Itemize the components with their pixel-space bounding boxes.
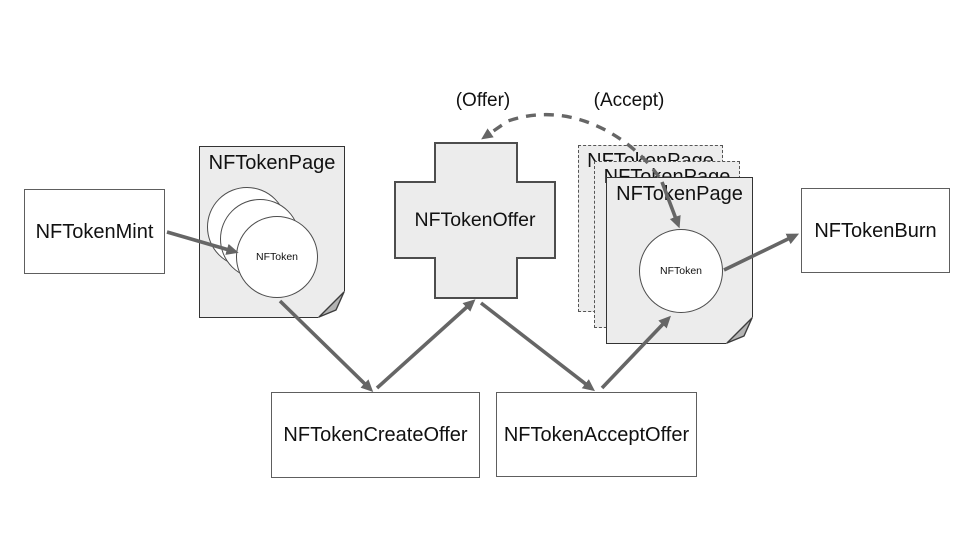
nftokenpage-document: NFTokenPage NFToken [199, 146, 346, 319]
nftokenpage-front-title: NFTokenPage [616, 183, 743, 205]
nftokenmint-label: NFTokenMint [35, 220, 154, 243]
nftokenpage-title: NFTokenPage [208, 152, 336, 174]
folded-corner-icon [317, 290, 346, 319]
token-circle-front: NFToken [236, 216, 318, 298]
arrow-offer-to-acceptoffer [479, 301, 595, 392]
node-nftokencreateoffer: NFTokenCreateOffer [271, 392, 480, 478]
nftokenoffer-cross-shape [394, 142, 556, 299]
nftokenoffer-label: NFTokenOffer [414, 209, 536, 231]
node-nftokenmint: NFTokenMint [24, 189, 165, 274]
offer-annotation: (Offer) [455, 90, 511, 111]
nftokenacceptoffer-label: NFTokenAcceptOffer [503, 423, 690, 446]
nftokencreateoffer-label: NFTokenCreateOffer [283, 424, 468, 446]
nftoken-label: NFToken [255, 250, 298, 263]
arrow-createoffer-to-offer [375, 299, 476, 390]
accept-annotation: (Accept) [593, 90, 665, 111]
nftokenpage-stack-front: NFTokenPage NFToken [606, 177, 754, 345]
nftokenburn-label: NFTokenBurn [814, 219, 937, 242]
folded-corner-icon [725, 316, 754, 345]
node-nftokenburn: NFTokenBurn [801, 188, 950, 273]
node-nftokenacceptoffer: NFTokenAcceptOffer [496, 392, 697, 477]
nftoken-label: NFToken [659, 264, 702, 277]
token-circle: NFToken [639, 229, 723, 313]
